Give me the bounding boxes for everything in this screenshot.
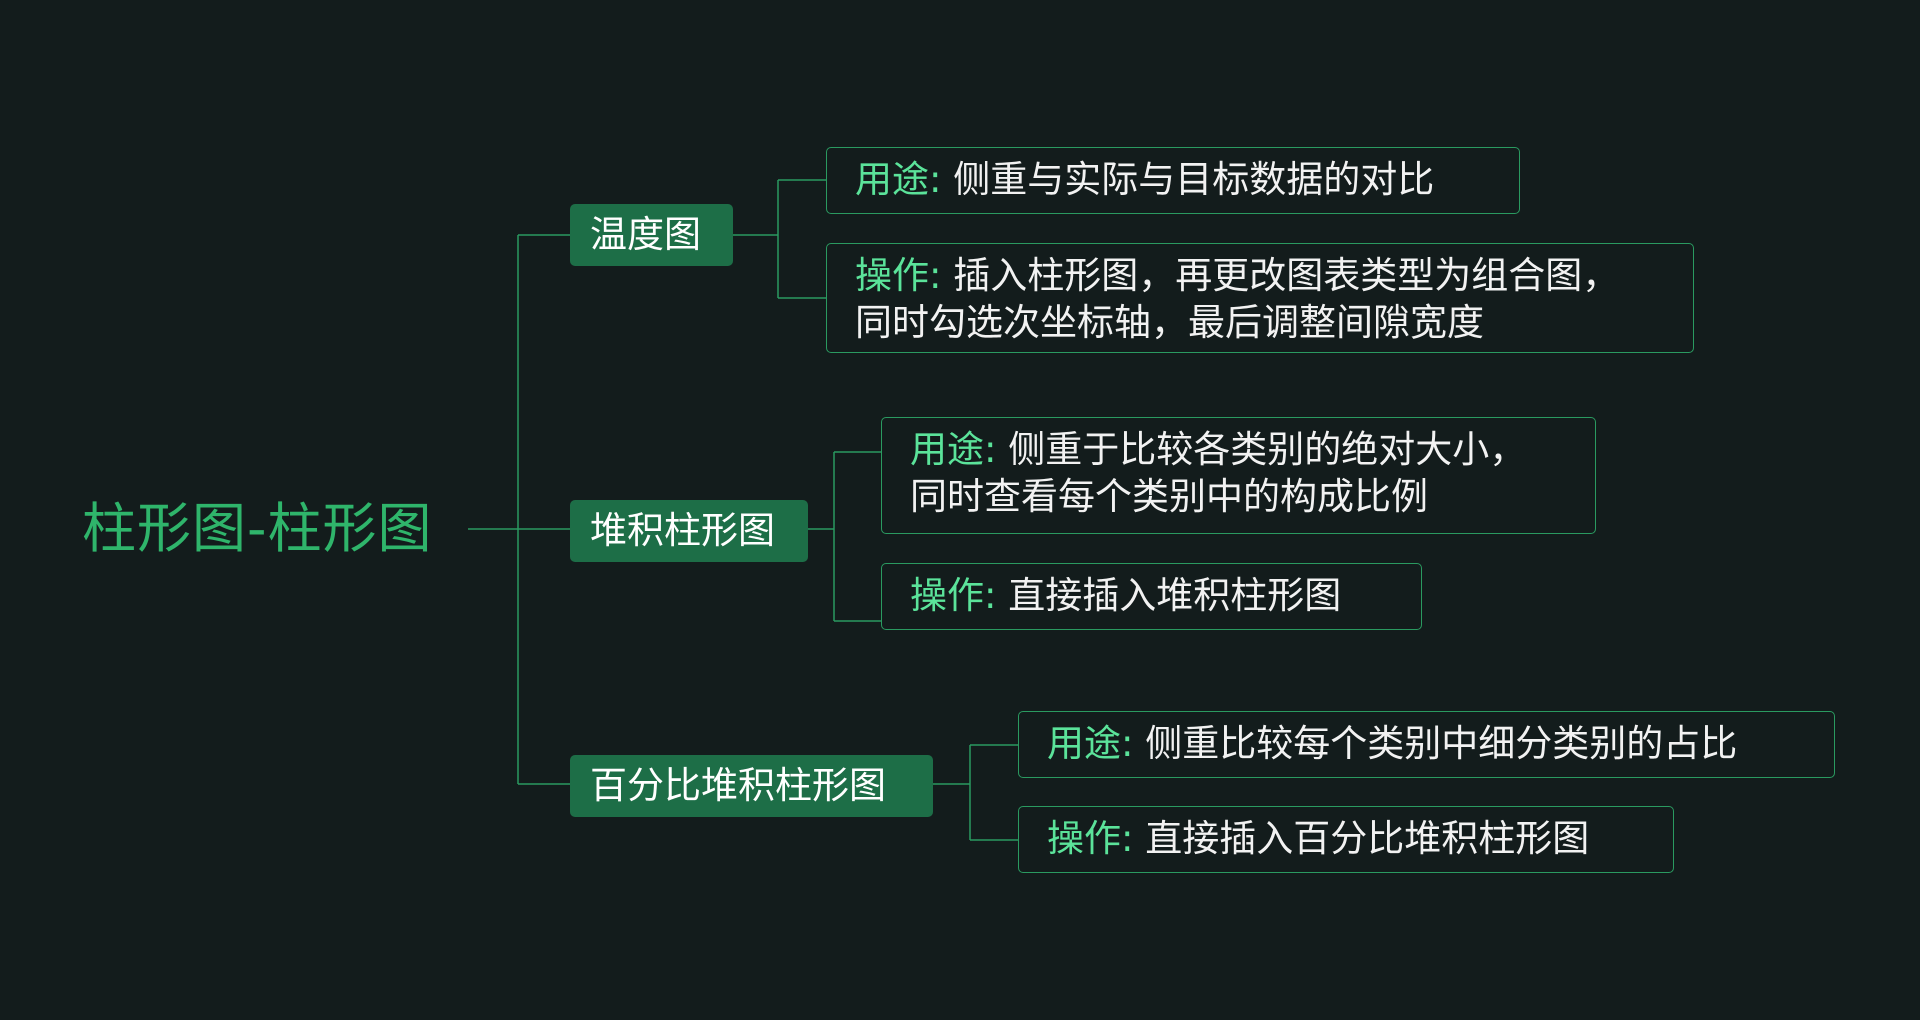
leaf-key: 用途: <box>855 158 942 201</box>
leaf-stacked-operation[interactable]: 操作: 直接插入堆积柱形图 <box>881 563 1422 630</box>
leaf-key: 操作: <box>855 254 942 297</box>
leaf-key: 操作: <box>1047 817 1134 860</box>
leaf-text-line-1: 插入柱形图，再更改图表类型为组合图， <box>953 254 1620 297</box>
leaf-text: 侧重比较每个类别中细分类别的占比 <box>1145 722 1738 765</box>
leaf-stacked-usage[interactable]: 用途: 侧重于比较各类别的绝对大小， 同时查看每个类别中的构成比例 <box>881 417 1596 534</box>
leaf-temperature-usage[interactable]: 用途: 侧重与实际与目标数据的对比 <box>826 147 1520 214</box>
leaf-key: 用途: <box>910 428 997 471</box>
leaf-temperature-operation[interactable]: 操作: 插入柱形图，再更改图表类型为组合图， 同时勾选次坐标轴，最后调整间隙宽度 <box>826 243 1694 353</box>
branch-stacked-column-chart[interactable]: 堆积柱形图 <box>570 500 808 562</box>
leaf-text: 直接插入堆积柱形图 <box>1008 574 1342 617</box>
leaf-text-line-1: 侧重于比较各类别的绝对大小， <box>1008 428 1527 471</box>
leaf-key: 用途: <box>1047 722 1134 765</box>
leaf-text: 侧重与实际与目标数据的对比 <box>953 158 1435 201</box>
leaf-percent-operation[interactable]: 操作: 直接插入百分比堆积柱形图 <box>1018 806 1674 873</box>
leaf-text: 直接插入百分比堆积柱形图 <box>1145 817 1590 860</box>
leaf-percent-usage[interactable]: 用途: 侧重比较每个类别中细分类别的占比 <box>1018 711 1835 778</box>
root-topic[interactable]: 柱形图-柱形图 <box>82 497 433 560</box>
leaf-text-line-2: 同时勾选次坐标轴，最后调整间隙宽度 <box>855 301 1484 344</box>
leaf-text-line-2: 同时查看每个类别中的构成比例 <box>910 475 1428 518</box>
leaf-key: 操作: <box>910 574 997 617</box>
branch-percent-stacked-column-chart[interactable]: 百分比堆积柱形图 <box>570 755 933 817</box>
branch-temperature-chart[interactable]: 温度图 <box>570 204 733 266</box>
